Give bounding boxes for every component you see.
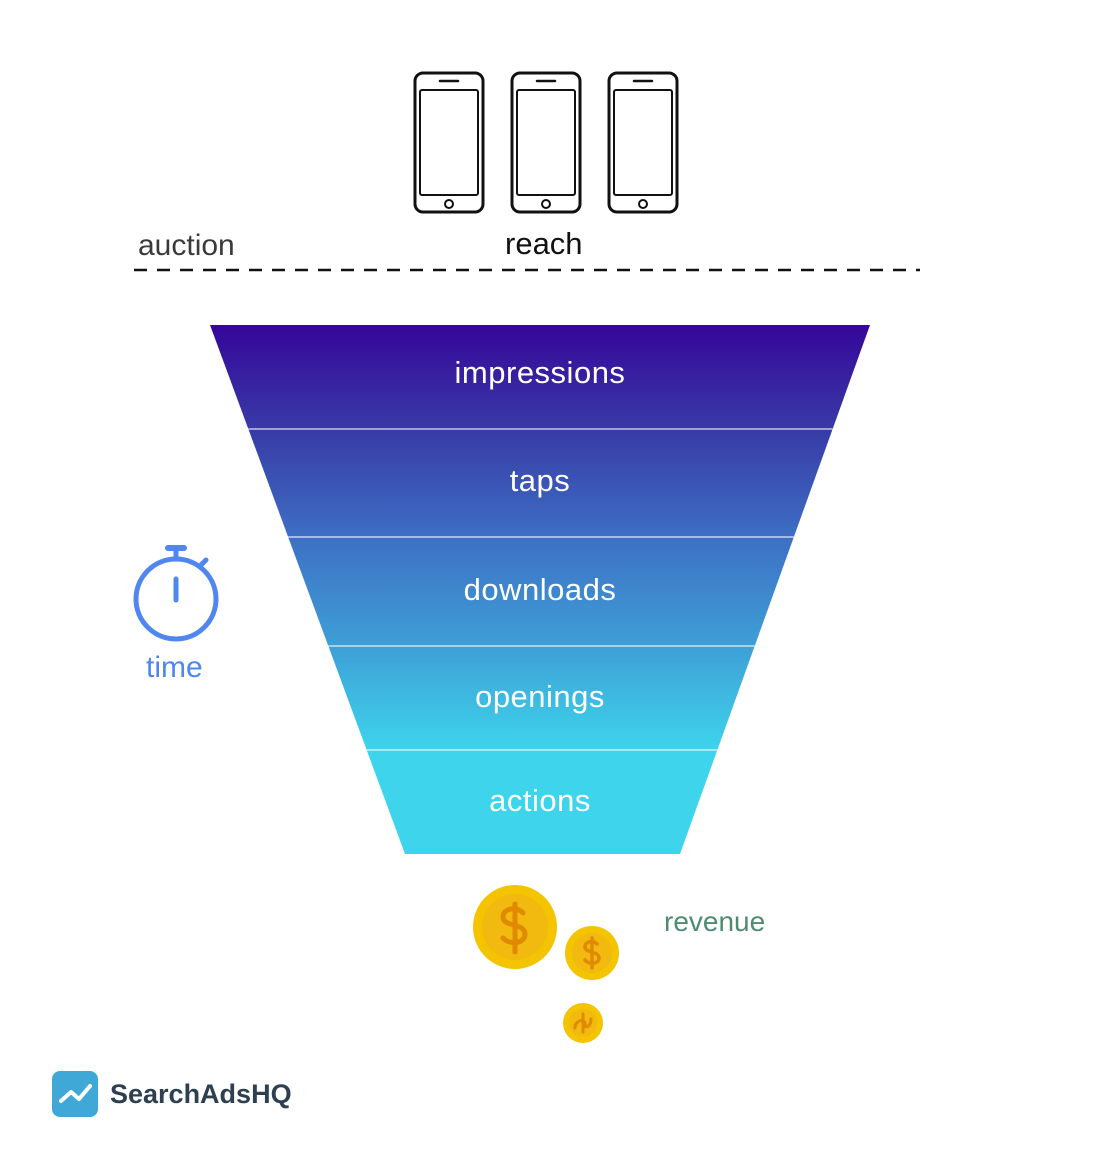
brand-logo-icon <box>52 1071 98 1117</box>
funnel-band-downloads <box>288 537 794 646</box>
funnel-stage-impressions: impressions <box>454 355 626 390</box>
funnel: impressions taps downloads openings acti… <box>200 318 880 863</box>
funnel-stage-taps: taps <box>509 463 571 498</box>
dollar-coin-icon <box>563 1003 603 1043</box>
brand: SearchAdsHQ <box>52 1071 292 1117</box>
time-label: time <box>146 651 203 684</box>
funnel-band-impressions <box>210 325 870 429</box>
phone-icon <box>607 71 679 214</box>
auction-divider <box>134 268 920 272</box>
funnel-band-actions <box>366 750 718 854</box>
phone-icon <box>413 71 485 214</box>
phone-icon <box>510 71 582 214</box>
phones-illustration <box>413 71 679 214</box>
coins-illustration <box>473 885 619 1043</box>
dollar-coin-icon <box>473 885 557 969</box>
funnel-stage-actions: actions <box>489 783 591 818</box>
funnel-stage-downloads: downloads <box>463 572 617 607</box>
dollar-coin-icon <box>565 926 619 980</box>
funnel-band-taps <box>248 429 833 537</box>
auction-label: auction <box>138 229 235 262</box>
funnel-stage-openings: openings <box>475 679 605 714</box>
revenue-label: revenue <box>664 906 766 937</box>
funnel-band-openings <box>328 646 755 750</box>
brand-name: SearchAdsHQ <box>110 1079 292 1109</box>
reach-label: reach <box>505 226 583 261</box>
stopwatch-icon <box>133 545 219 642</box>
funnel-shape <box>210 325 870 854</box>
